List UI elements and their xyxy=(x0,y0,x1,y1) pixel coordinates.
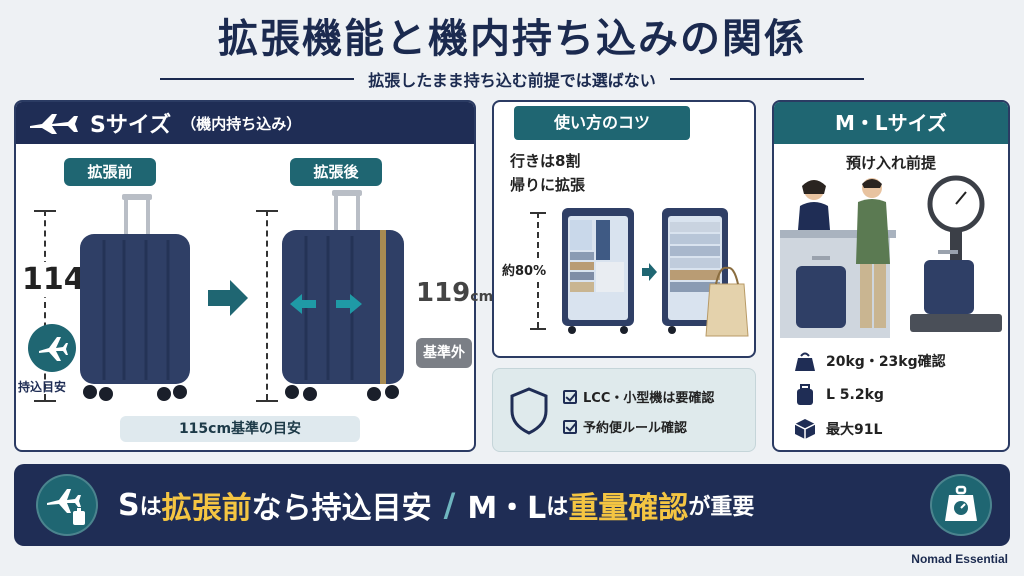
ml-panel-subtitle: 預け入れ前提 xyxy=(845,154,936,172)
ml-size-panel: M・Lサイズ 預け入れ前提 20kg・23kg確認 L 5.2kg xyxy=(772,100,1010,452)
weight-icon xyxy=(795,352,815,371)
summary-separator: / xyxy=(443,486,456,524)
checkbox-icon xyxy=(563,389,577,404)
before-label: 拡張前 xyxy=(64,158,156,186)
summary-highlight: 重量確認 xyxy=(568,491,689,526)
scale-icon xyxy=(945,485,977,521)
suitcase-icon xyxy=(797,384,813,405)
check-item-label: LCC・小型機は要確認 xyxy=(583,391,715,406)
arrow-right-icon xyxy=(208,280,248,316)
capacity-text: 最大91L xyxy=(826,422,883,438)
airplane-icon xyxy=(30,114,78,134)
s-panel-subtitle: （機内持ち込み） xyxy=(181,114,302,133)
height-after: 119cm xyxy=(416,278,494,308)
arrow-right-icon xyxy=(642,263,657,281)
tip-line-2: 帰りに拡張 xyxy=(510,176,586,194)
after-label: 拡張後 xyxy=(290,158,382,186)
out-of-standard-badge: 基準外 xyxy=(416,338,472,368)
checkbox-icon xyxy=(563,419,577,434)
dimension-cap xyxy=(530,328,546,330)
dimension-line xyxy=(44,210,46,400)
expanded-suitcase-image xyxy=(662,208,749,337)
check-item-label: 予約便ルール確認 xyxy=(583,421,688,436)
box-icon xyxy=(794,419,816,439)
check-in-counter-illustration xyxy=(780,175,1002,338)
shield-icon xyxy=(510,387,548,435)
summary-part: は xyxy=(546,495,569,520)
dimension-line xyxy=(266,210,268,400)
scale-icon-badge xyxy=(930,474,992,536)
airplane-luggage-icon xyxy=(47,489,85,525)
summary-text: S は 拡張前 なら持込目安 / M・L は 重量確認 が重要 xyxy=(118,464,938,546)
weight-limit-text: 20kg・23kg確認 xyxy=(826,354,946,370)
carry-on-icon-badge xyxy=(36,474,98,536)
standard-note: 115cm基準の目安 xyxy=(120,416,360,442)
dimension-cap xyxy=(34,400,56,402)
suitcase-weight-text: L 5.2kg xyxy=(826,387,884,403)
dimension-cap xyxy=(256,400,278,402)
ml-row: 最大91L xyxy=(794,418,882,440)
summary-banner: S は 拡張前 なら持込目安 / M・L は 重量確認 が重要 xyxy=(14,464,1010,546)
tips-title: 使い方のコツ xyxy=(514,106,690,140)
s-panel-header: Sサイズ （機内持ち込み） xyxy=(16,102,474,144)
page-subtitle: 拡張したまま持ち込む前提では選ばない xyxy=(368,71,656,90)
carry-on-badge xyxy=(28,324,76,372)
check-item: LCC・小型機は要確認 xyxy=(563,387,714,406)
airplane-icon xyxy=(39,337,68,361)
s-size-panel: Sサイズ （機内持ち込み） 拡張前 拡張後 114cm 持込目安 xyxy=(14,100,493,452)
brand-label: Nomad Essential xyxy=(911,552,1008,566)
summary-highlight: 拡張前 xyxy=(161,491,252,526)
tips-panel: 使い方のコツ 行きは8割 帰りに拡張 約80% xyxy=(492,100,756,358)
suitcase-before-image xyxy=(80,194,190,401)
page-title: 拡張機能と機内持ち込みの関係 xyxy=(218,16,806,62)
summary-part: M・L xyxy=(467,491,547,526)
carry-on-label: 持込目安 xyxy=(18,380,67,394)
ml-row: 20kg・23kg確認 xyxy=(794,350,946,372)
ml-panel-title: M・Lサイズ xyxy=(774,102,1008,144)
fill-label: 約80% xyxy=(502,260,547,279)
divider xyxy=(669,78,864,80)
ml-row: L 5.2kg xyxy=(794,384,884,406)
summary-part: は xyxy=(139,495,162,520)
summary-part: S xyxy=(118,487,140,523)
summary-part: が重要 xyxy=(688,495,755,520)
check-panel: LCC・小型機は要確認 予約便ルール確認 xyxy=(492,368,756,452)
summary-part: なら持込目安 xyxy=(251,491,432,526)
tip-line-1: 行きは8割 xyxy=(510,152,581,170)
check-item: 予約便ルール確認 xyxy=(563,417,687,436)
subtitle-row: 拡張したまま持ち込む前提では選ばない xyxy=(160,66,864,92)
s-panel-title: Sサイズ xyxy=(90,113,172,138)
packed-suitcase-image xyxy=(562,208,634,334)
divider xyxy=(160,78,355,80)
suitcase-after-image xyxy=(282,190,404,401)
